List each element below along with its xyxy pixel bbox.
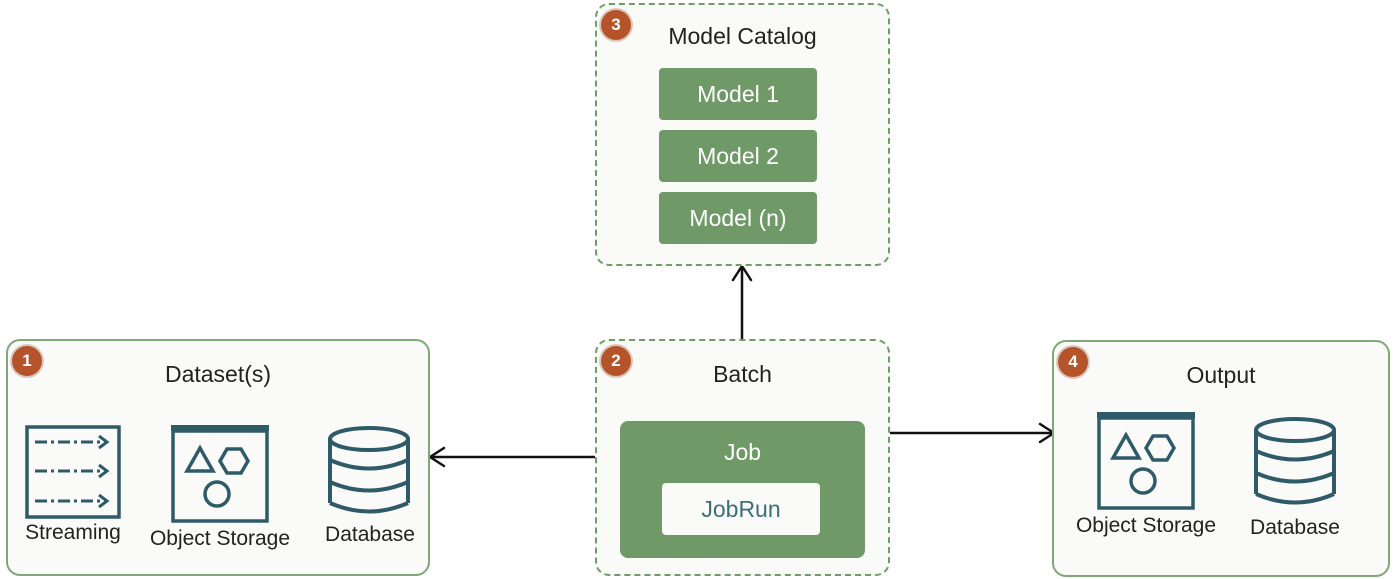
object-storage-label: Object Storage (149, 527, 291, 550)
database-label: Database (1250, 516, 1340, 539)
jobrun-block[interactable]: JobRun (662, 483, 820, 535)
output-title: Output (1186, 362, 1256, 388)
datasets-panel: 1 Dataset(s) Streaming Object Storage (6, 339, 430, 576)
job-block[interactable]: Job JobRun (620, 421, 865, 558)
output-panel: 4 Output Object Storage Database (1052, 340, 1390, 577)
streaming-label: Streaming (25, 521, 121, 544)
object-storage-icon (171, 425, 269, 523)
step-badge-3: 3 (601, 10, 631, 40)
object-storage-label: Object Storage (1075, 514, 1217, 537)
database-icon (1254, 417, 1336, 505)
database-label: Database (325, 523, 415, 546)
step-badge-4: 4 (1058, 347, 1088, 377)
model-item[interactable]: Model 2 (659, 130, 817, 182)
streaming-icon (25, 425, 121, 519)
model-catalog-title: Model Catalog (668, 23, 817, 49)
datasets-title: Dataset(s) (164, 361, 272, 387)
object-storage-icon (1097, 412, 1195, 510)
batch-panel: 2 Batch Job JobRun (595, 339, 890, 576)
model-item[interactable]: Model (n) (659, 192, 817, 244)
step-badge-2: 2 (601, 346, 631, 376)
database-icon (328, 426, 410, 514)
step-badge-1: 1 (12, 346, 42, 376)
model-catalog-panel: 3 Model Catalog Model 1 Model 2 Model (n… (595, 3, 890, 266)
job-title: Job (723, 439, 762, 465)
model-item[interactable]: Model 1 (659, 68, 817, 120)
batch-title: Batch (713, 361, 772, 387)
